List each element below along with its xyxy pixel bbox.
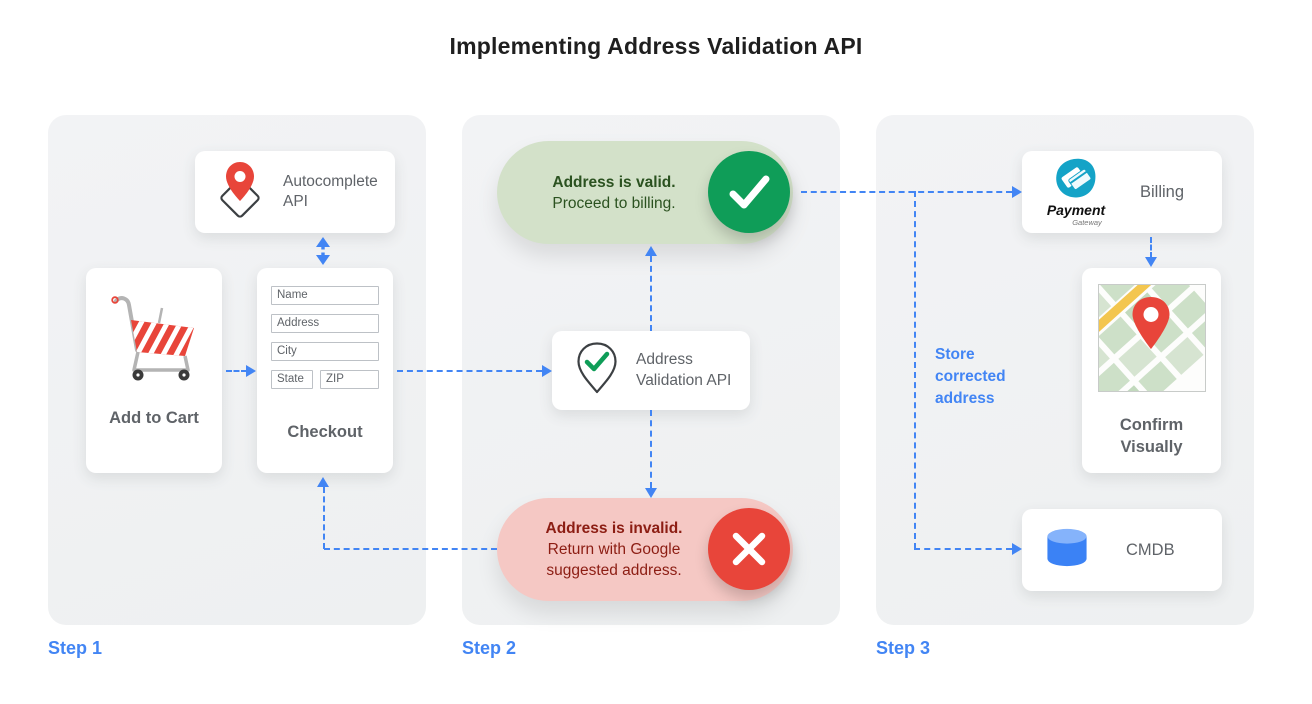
address-validation-api-card: Address Validation API (552, 331, 750, 410)
x-circle-icon (708, 508, 790, 590)
step3-label: Step 3 (876, 638, 931, 658)
name-field: Name (271, 286, 379, 305)
arrow-cart-to-checkout-line (226, 370, 247, 372)
return-path-horizontal-line (324, 548, 497, 550)
arrow-checkout-to-validation-line (397, 370, 542, 372)
store-branch-vertical-line (914, 191, 916, 549)
arrow-checkout-to-validation-head (542, 365, 552, 377)
arrow-validation-to-invalid-head (645, 488, 657, 498)
billing-label: Billing (1140, 182, 1185, 201)
step2-label: Step 2 (462, 638, 517, 658)
database-icon (1044, 527, 1090, 574)
add-to-cart-label: Add to Cart (109, 409, 199, 427)
payment-logo-subtitle: Gateway (1072, 218, 1102, 228)
confirm-visually-label: Confirm Visually (1119, 416, 1184, 457)
arrow-checkout-autocomplete (316, 237, 330, 270)
arrow-branch-to-cmdb-head (1012, 543, 1022, 555)
state-field: State (271, 370, 313, 389)
arrow-valid-to-billing-line (801, 191, 1012, 193)
cmdb-card: CMDB (1022, 509, 1222, 591)
zip-field: ZIP (320, 370, 379, 389)
store-corrected-address-note: Store corrected address (935, 346, 1006, 407)
add-to-cart-card: Add to Cart (86, 268, 222, 473)
arrow-cart-to-checkout-head (246, 365, 256, 377)
arrow-billing-to-confirm-head (1145, 257, 1157, 267)
arrow-billing-to-confirm-line (1150, 237, 1152, 258)
confirm-visually-card: Confirm Visually (991, 169, 1312, 508)
arrow-validation-to-valid-line (650, 256, 652, 331)
arrow-valid-to-billing-head (1012, 186, 1022, 198)
shopping-cart-icon (104, 292, 204, 389)
checkout-card: Name Address City State ZIP Checkout (257, 268, 393, 473)
payment-logo-title: Payment (1046, 202, 1106, 219)
map-pin-diamond-icon (211, 161, 269, 224)
valid-pill-title: Address is valid. (552, 173, 676, 191)
address-validation-api-label: Address Validation API (636, 351, 732, 389)
arrow-validation-to-valid-head (645, 246, 657, 256)
page-title: Implementing Address Validation API (449, 33, 863, 59)
address-field: Address (271, 314, 379, 333)
step1-label: Step 1 (48, 638, 103, 658)
autocomplete-api-label: Autocomplete API (283, 172, 378, 210)
address-invalid-pill: Address is invalid. Return with Google s… (497, 498, 793, 601)
payment-gateway-icon: Payment Gateway (1030, 157, 1122, 227)
billing-card: Payment Gateway Billing (1022, 151, 1222, 233)
map-thumbnail (991, 169, 1312, 508)
arrow-validation-to-invalid-line (650, 410, 652, 488)
return-path-vertical-line (323, 487, 325, 549)
cmdb-label: CMDB (1126, 540, 1175, 559)
invalid-pill-title: Address is invalid. (545, 520, 683, 537)
arrow-branch-to-cmdb-line (914, 548, 1012, 550)
valid-pill-subtitle: Proceed to billing. (552, 194, 676, 212)
check-circle-icon (708, 151, 790, 233)
return-path-head (317, 477, 329, 487)
checkout-label: Checkout (287, 423, 363, 441)
autocomplete-api-card: Autocomplete API (195, 151, 395, 233)
pin-check-icon (576, 342, 618, 399)
invalid-pill-subtitle: Return with Google suggested address. (546, 541, 682, 579)
city-field: City (271, 342, 379, 361)
address-valid-pill: Address is valid. Proceed to billing. (497, 141, 793, 244)
